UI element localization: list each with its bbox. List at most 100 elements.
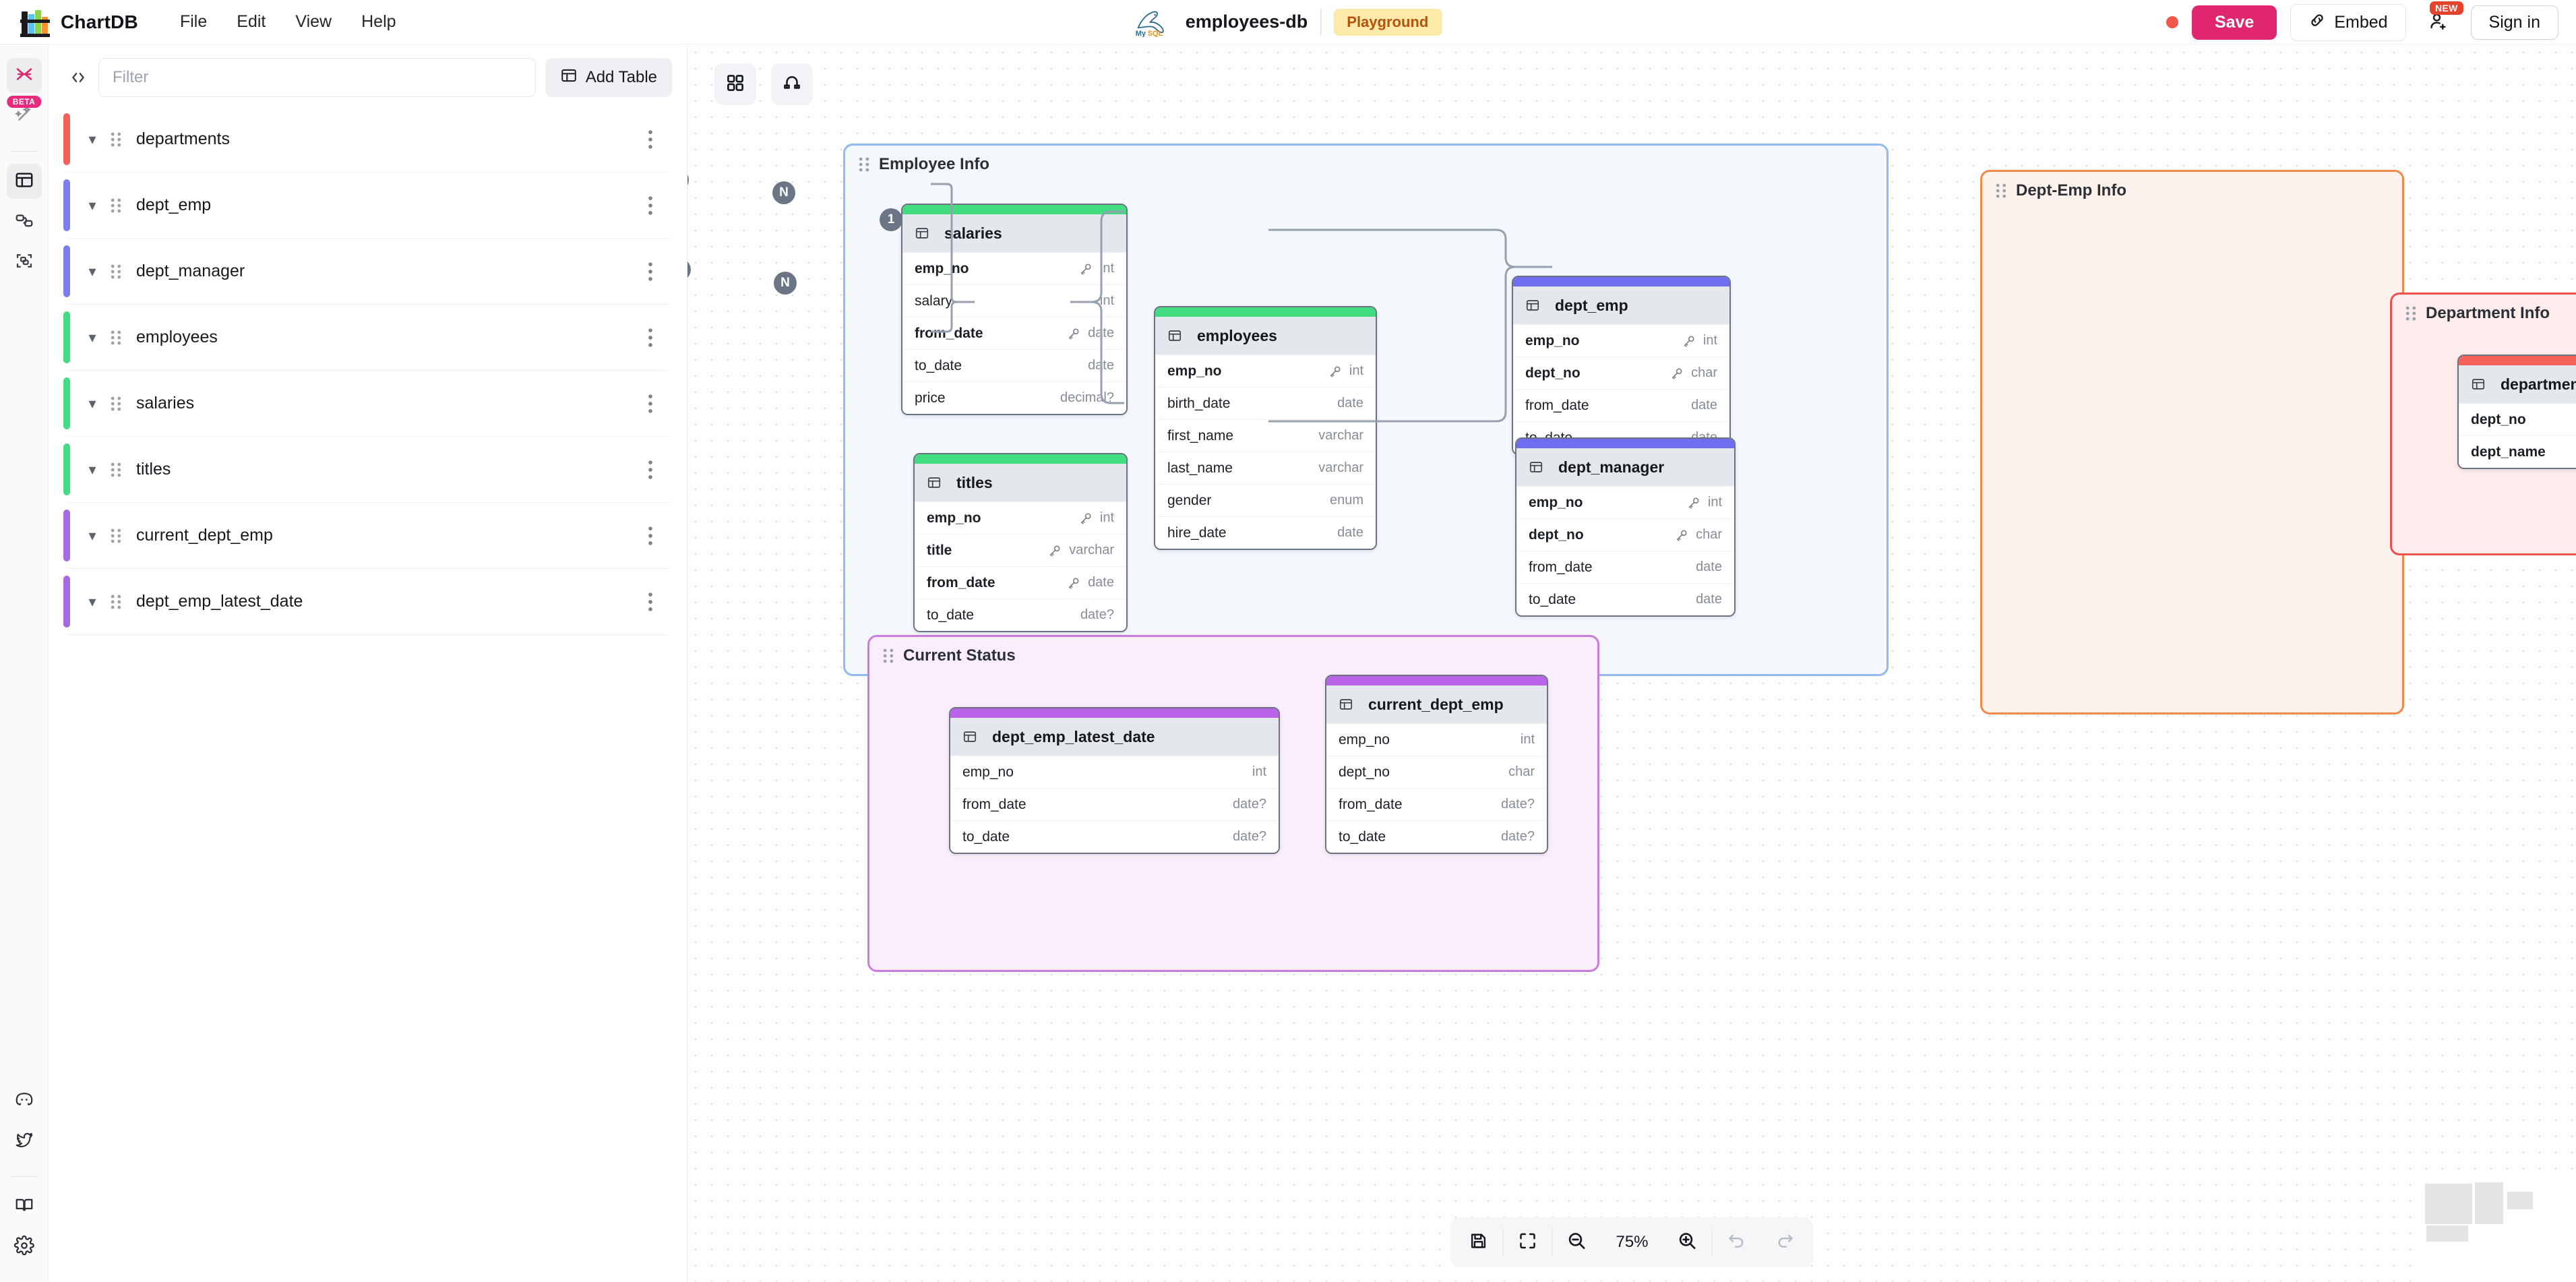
search-input[interactable] (98, 58, 536, 97)
chevron-down-icon[interactable]: ▾ (88, 262, 96, 280)
chevron-down-icon[interactable]: ▾ (88, 196, 96, 214)
drag-handle-icon[interactable] (111, 461, 121, 479)
chevron-down-icon[interactable]: ▾ (88, 460, 96, 478)
row-more-icon[interactable] (648, 328, 653, 348)
menu-edit[interactable]: Edit (237, 12, 266, 31)
table-node-header[interactable]: dept_emp (1513, 286, 1729, 324)
table-node-header[interactable]: titles (915, 464, 1126, 501)
drag-handle-icon[interactable] (111, 329, 121, 346)
area-drag-handle-icon[interactable] (859, 156, 869, 173)
sidebar-table-current_dept_emp[interactable]: ▾current_dept_emp (63, 503, 672, 569)
rail-item-settings[interactable] (7, 1229, 42, 1264)
drag-handle-icon[interactable] (111, 527, 121, 545)
embed-button[interactable]: Embed (2290, 3, 2406, 41)
area-group-dept-emp-info[interactable]: Dept-Emp Info (1980, 170, 2404, 714)
table-node-header[interactable]: current_dept_emp (1326, 685, 1547, 723)
redo-button[interactable] (1761, 1221, 1810, 1263)
zoom-out-button[interactable] (1553, 1221, 1601, 1263)
table-node-header[interactable]: employees (1155, 317, 1376, 355)
rail-item-tables[interactable] (6, 164, 42, 199)
sidebar-table-dept_emp[interactable]: ▾dept_emp (63, 173, 672, 239)
fit-view-button[interactable] (1504, 1221, 1552, 1263)
row-more-icon[interactable] (648, 262, 653, 282)
layout-grid-button[interactable] (714, 63, 756, 105)
zoom-in-button[interactable] (1663, 1221, 1712, 1263)
table-node-header[interactable]: dept_manager (1516, 448, 1734, 486)
menu-view[interactable]: View (295, 12, 332, 31)
table-node-header[interactable]: salaries (902, 214, 1126, 252)
chevron-down-icon[interactable]: ▾ (88, 592, 96, 610)
rail-item-relationships[interactable] (7, 204, 42, 239)
drag-handle-icon[interactable] (111, 395, 121, 413)
row-more-icon[interactable] (648, 460, 653, 480)
area-drag-handle-icon[interactable] (1996, 182, 2006, 200)
chevron-down-icon[interactable]: ▾ (88, 130, 96, 148)
rail-item-docs[interactable] (7, 1189, 42, 1224)
undo-button[interactable] (1713, 1221, 1761, 1263)
sidebar-table-departments[interactable]: ▾departments (63, 106, 672, 173)
row-more-icon[interactable] (648, 195, 653, 216)
sign-in-button[interactable]: Sign in (2470, 5, 2558, 40)
chevron-down-icon[interactable]: ▾ (88, 328, 96, 346)
code-brackets-icon[interactable] (63, 63, 93, 92)
drag-handle-icon[interactable] (111, 131, 121, 148)
zoom-level[interactable]: 75% (1616, 1233, 1649, 1251)
drag-handle-icon[interactable] (111, 263, 121, 280)
magnet-snap-button[interactable] (771, 63, 813, 105)
add-table-button[interactable]: Add Table (545, 58, 672, 97)
menu-file[interactable]: File (179, 12, 208, 31)
menu-help[interactable]: Help (361, 12, 396, 31)
save-diagram-button[interactable] (1454, 1221, 1503, 1263)
area-drag-handle-icon[interactable] (883, 647, 894, 665)
save-button[interactable]: Save (2191, 5, 2277, 40)
sidebar-table-salaries[interactable]: ▾salaries (63, 371, 672, 437)
rail-item-diagrams[interactable] (6, 58, 42, 93)
row-more-icon[interactable] (648, 129, 653, 150)
sidebar-table-titles[interactable]: ▾titles (63, 437, 672, 503)
sidebar-table-dept_manager[interactable]: ▾dept_manager (63, 239, 672, 305)
drag-handle-icon[interactable] (111, 593, 121, 611)
row-more-icon[interactable] (648, 394, 653, 414)
table-node-header[interactable]: dept_emp_latest_date (950, 718, 1279, 756)
table-node-header[interactable]: departments (2459, 365, 2576, 403)
minimap[interactable] (2414, 1174, 2576, 1282)
row-more-icon[interactable] (648, 592, 653, 612)
drag-handle-icon[interactable] (111, 197, 121, 214)
row-more-icon[interactable] (648, 526, 653, 546)
